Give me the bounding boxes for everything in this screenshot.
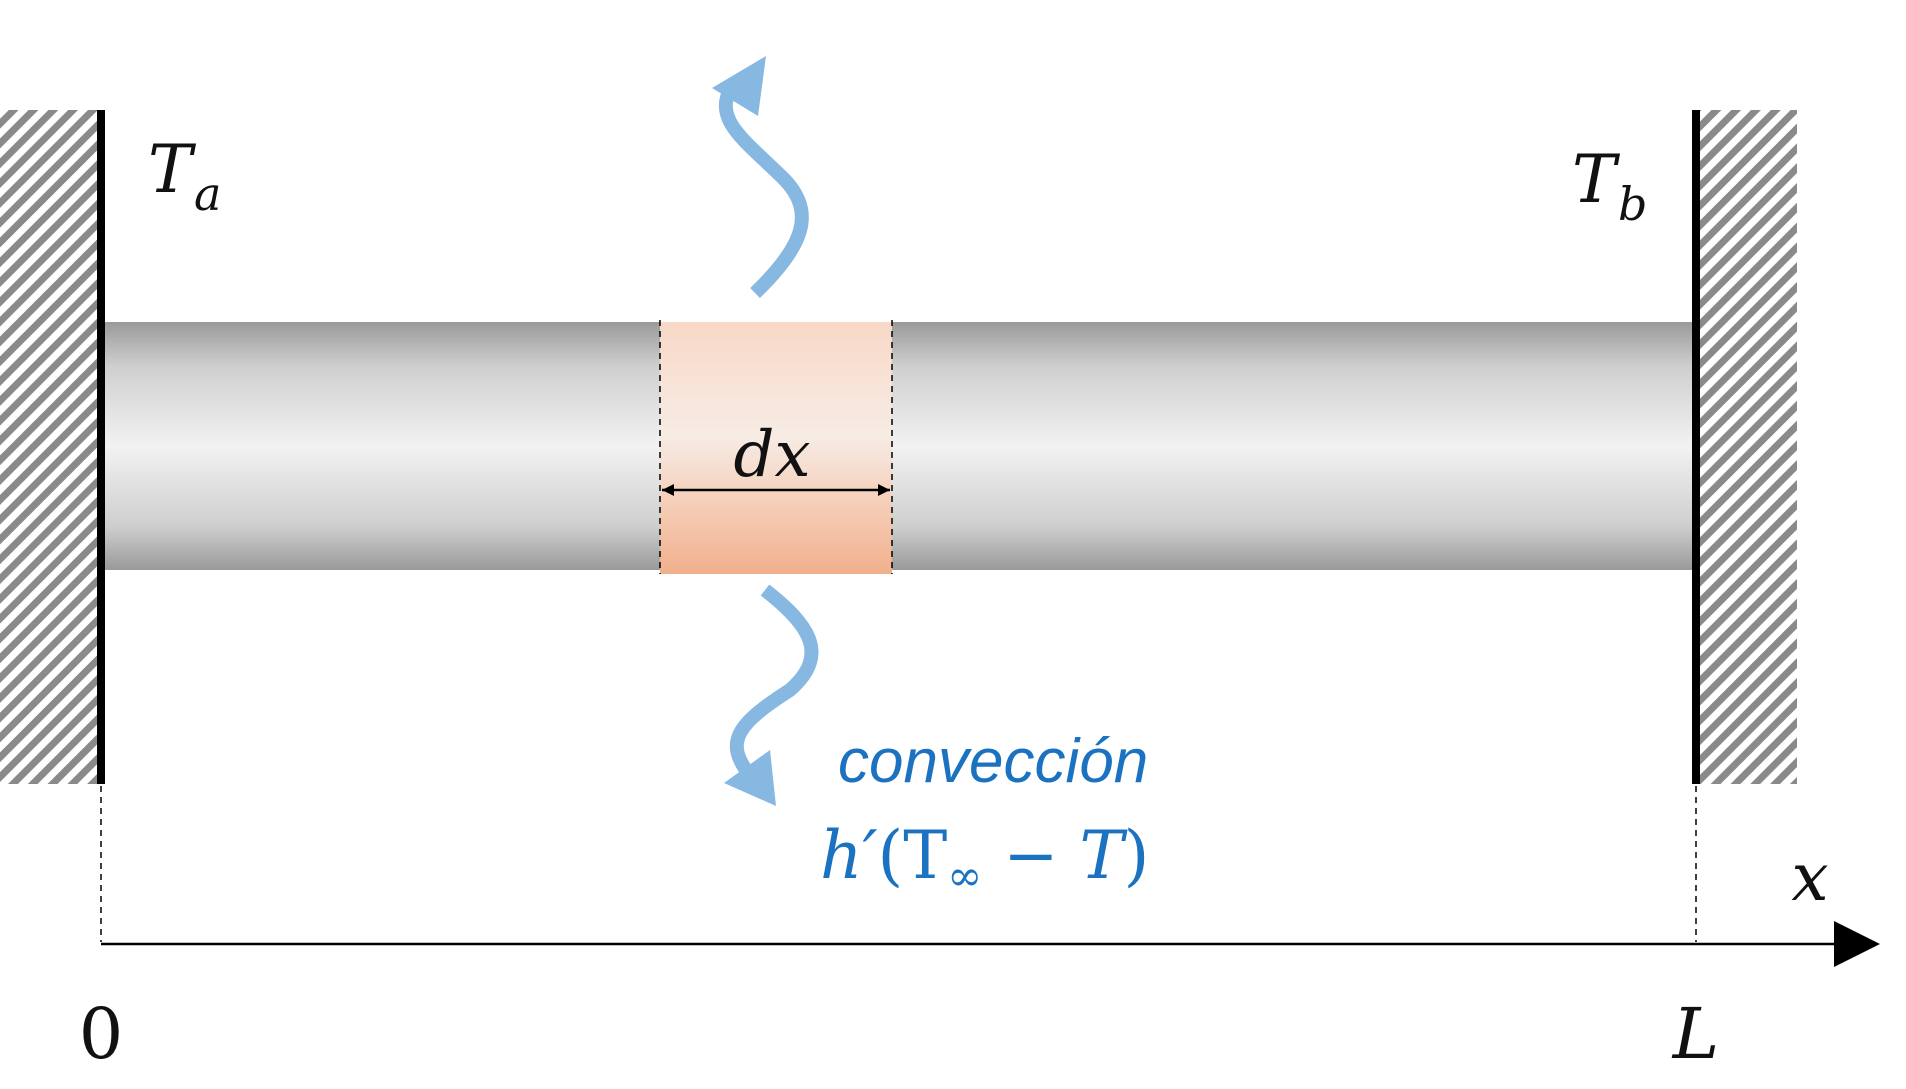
wavy-arrow-down-icon	[724, 584, 819, 806]
dx-label: dx	[733, 418, 810, 492]
left-wall-hatch	[0, 110, 100, 784]
convection-t-inf-sub: ∞	[947, 851, 982, 900]
right-wall	[1692, 110, 1797, 784]
convection-formula: h′(T∞ − T)	[820, 817, 1149, 900]
right-temperature-label: Tb	[1572, 141, 1647, 231]
left-temperature-subscript: a	[194, 167, 221, 221]
rod	[105, 322, 1692, 570]
convection-open-paren: (	[878, 817, 904, 894]
convection-h-prime: h′	[820, 817, 878, 894]
x-axis-end-label: L	[1671, 993, 1719, 1075]
right-wall-hatch	[1697, 110, 1797, 784]
x-axis: x 0 L	[79, 786, 1880, 1075]
right-temperature-symbol: T	[1572, 141, 1621, 218]
convection-minus: −	[982, 817, 1079, 894]
x-axis-origin-label: 0	[79, 993, 124, 1075]
wavy-arrow-up-icon	[712, 56, 809, 299]
x-axis-arrowhead	[1834, 921, 1880, 967]
left-temperature-symbol: T	[148, 131, 197, 208]
left-temperature-label: Ta	[148, 131, 221, 221]
convection-close-paren: )	[1124, 817, 1150, 894]
convection-label: convección	[838, 727, 1148, 796]
right-temperature-subscript: b	[1618, 177, 1647, 231]
left-wall	[0, 110, 105, 784]
differential-element: dx	[659, 320, 893, 574]
convection-t-inf-base: T	[903, 817, 947, 894]
differential-element-fill	[660, 322, 892, 574]
convection-t: T	[1080, 817, 1129, 894]
x-axis-name: x	[1791, 839, 1828, 916]
